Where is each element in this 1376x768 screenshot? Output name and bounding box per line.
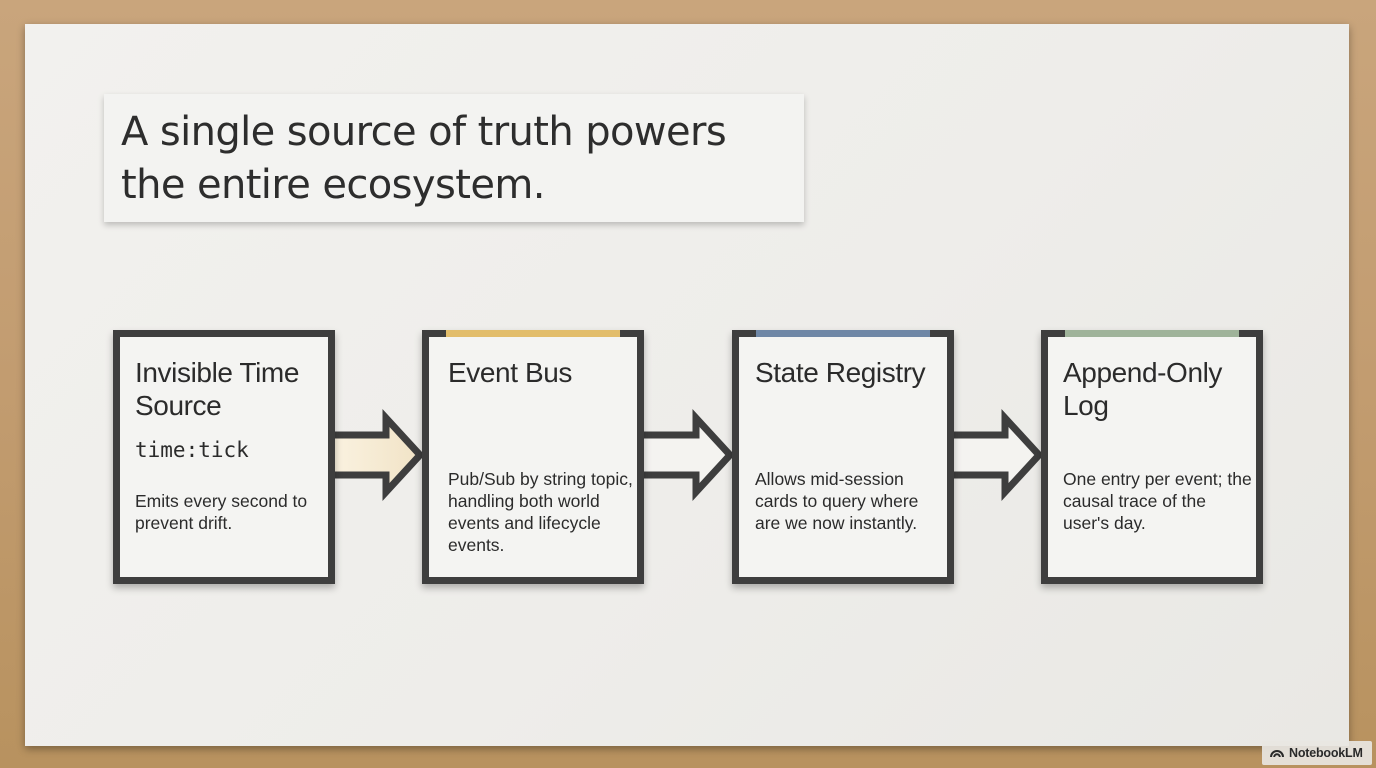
node-code: time:tick [135,438,249,462]
node-event-bus: Event Bus Pub/Sub by string topic, handl… [422,330,644,584]
title-line-2: the entire ecosystem. [121,162,545,208]
node-append-only-log: Append-Only Log One entry per event; the… [1041,330,1263,584]
node-title: Event Bus [448,357,573,388]
node-description: Emits every second to prevent drift. [135,491,308,533]
notebooklm-icon [1270,750,1284,758]
arrow-2 [632,409,735,501]
node-title: Append-Only Log [1063,357,1223,421]
arrow-3 [941,409,1044,501]
node-state-registry: State Registry Allows mid-session cards … [732,330,954,584]
accent-bar [1065,330,1239,337]
notebooklm-badge: NotebookLM [1262,741,1372,765]
node-invisible-time-source: Invisible Time Source time:tick Emits ev… [113,330,335,584]
accent-bar [446,330,620,337]
node-description: Allows mid-session cards to query where … [755,469,919,533]
node-description: One entry per event; the causal trace of… [1063,469,1252,533]
accent-bar [756,330,930,337]
arrow-1 [322,409,425,501]
title-line-1: A single source of truth powers [121,109,727,155]
title-card: A single source of truth powers the enti… [104,94,804,222]
node-title: Invisible Time Source [135,357,300,421]
brand-label: NotebookLM [1289,746,1363,760]
node-description: Pub/Sub by string topic, handling both w… [448,469,633,555]
node-title: State Registry [755,357,926,388]
